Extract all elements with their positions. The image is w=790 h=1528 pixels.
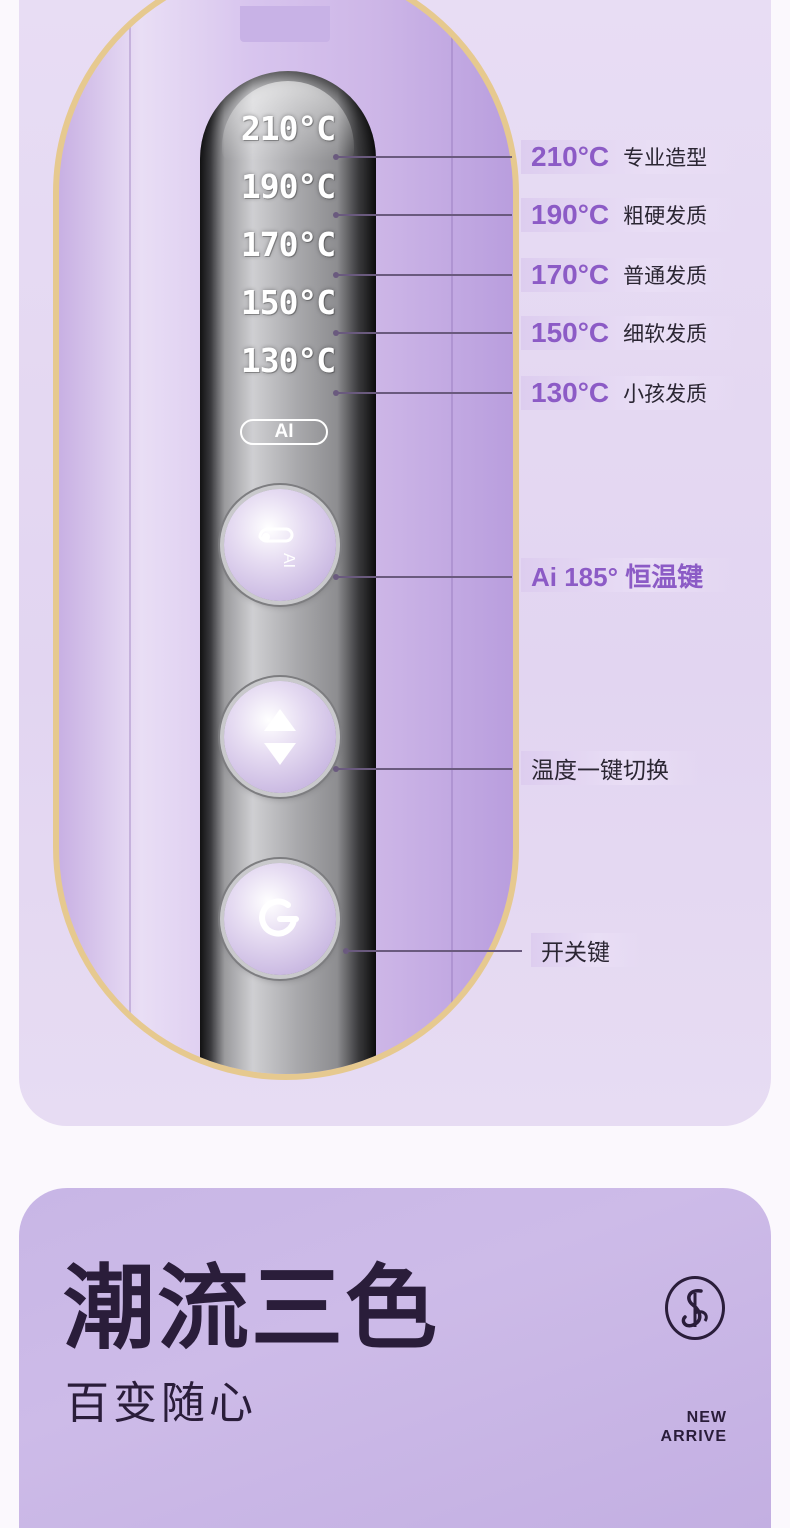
ai-mode-indicator: AI bbox=[240, 419, 328, 445]
callout-line bbox=[336, 332, 512, 334]
callout-desc: 小孩发质 bbox=[623, 382, 708, 406]
callout-line bbox=[336, 274, 512, 276]
temp-indicator-150: 150°C bbox=[240, 283, 336, 322]
callout-190: 190°C 粗硬发质 bbox=[521, 198, 738, 232]
new-arrive-badge: NEW ARRIVE bbox=[661, 1408, 727, 1446]
ai-constant-temp-button[interactable]: AI bbox=[224, 489, 336, 601]
callout-line bbox=[336, 156, 512, 158]
callout-210: 210°C 专业造型 bbox=[521, 140, 738, 174]
temp-indicator-170: 170°C bbox=[240, 225, 336, 264]
callout-switch: 温度一键切换 bbox=[521, 751, 699, 785]
callout-line bbox=[336, 392, 512, 394]
callout-temp: 190°C bbox=[531, 199, 610, 230]
body-groove bbox=[451, 0, 453, 1074]
product-detail-card: 210°C 190°C 170°C 150°C 130°C AI AI bbox=[19, 0, 771, 1126]
body-notch bbox=[240, 6, 330, 42]
banner-title: 潮流三色 bbox=[63, 1254, 440, 1362]
callout-line bbox=[336, 768, 512, 770]
callout-150: 150°C 细软发质 bbox=[521, 316, 738, 350]
badge-line-new: NEW bbox=[686, 1409, 727, 1426]
control-panel: 210°C 190°C 170°C 150°C 130°C AI AI bbox=[200, 71, 376, 1074]
callout-desc: 专业造型 bbox=[623, 146, 708, 170]
thermometer-ai-icon: AI bbox=[258, 527, 297, 568]
up-down-arrows-icon bbox=[264, 709, 296, 765]
callout-line bbox=[336, 576, 512, 578]
temp-indicator-130: 130°C bbox=[240, 341, 336, 380]
callout-temp: 150°C bbox=[531, 317, 610, 348]
callout-temp: 170°C bbox=[531, 259, 610, 290]
body-groove bbox=[129, 0, 131, 1074]
badge-line-arrive: ARRIVE bbox=[660, 1428, 727, 1445]
callout-power-label: 开关键 bbox=[541, 940, 610, 966]
power-button[interactable] bbox=[224, 863, 336, 975]
callout-130: 130°C 小孩发质 bbox=[521, 376, 738, 410]
callout-line bbox=[336, 214, 512, 216]
callout-ai-key: Ai 185° 恒温键 bbox=[521, 558, 734, 592]
callout-desc: 普通发质 bbox=[623, 264, 708, 288]
callout-switch-label: 温度一键切换 bbox=[531, 758, 669, 784]
color-options-banner: 潮流三色 百变随心 NEW ARRIVE bbox=[19, 1188, 771, 1528]
callout-desc: 粗硬发质 bbox=[623, 204, 708, 228]
callout-power: 开关键 bbox=[531, 933, 640, 967]
temp-indicator-190: 190°C bbox=[240, 167, 336, 206]
temp-indicator-210: 210°C bbox=[240, 109, 336, 148]
power-icon bbox=[259, 898, 299, 937]
brand-monogram-icon bbox=[681, 1289, 708, 1328]
temp-switch-button[interactable] bbox=[224, 681, 336, 793]
svg-text:AI: AI bbox=[280, 553, 297, 568]
curling-iron-body: 210°C 190°C 170°C 150°C 130°C AI AI bbox=[53, 0, 519, 1080]
callout-170: 170°C 普通发质 bbox=[521, 258, 738, 292]
callout-temp: 210°C bbox=[531, 141, 610, 172]
callout-ai-label: Ai 185° 恒温键 bbox=[531, 561, 704, 592]
callout-line bbox=[346, 950, 522, 952]
banner-subtitle: 百变随心 bbox=[65, 1378, 257, 1429]
brand-logo bbox=[665, 1276, 725, 1340]
callout-desc: 细软发质 bbox=[623, 322, 708, 346]
callout-temp: 130°C bbox=[531, 377, 610, 408]
